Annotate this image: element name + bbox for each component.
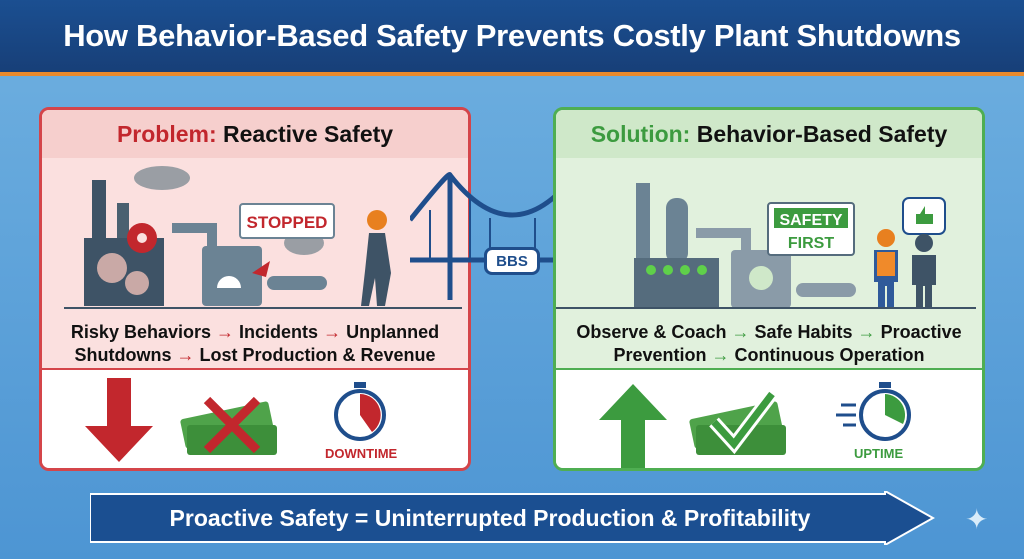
problem-flow-text: Risky Behaviors → Incidents → Unplanned … [42, 318, 468, 373]
factory-running-icon: SAFETY FIRST [556, 183, 976, 309]
solution-flow-text: Observe & Coach → Safe Habits → Proactiv… [556, 318, 982, 373]
header: How Behavior-Based Safety Prevents Costl… [0, 0, 1024, 76]
solution-panel: Solution: Behavior-Based Safety SAFETY F… [553, 107, 985, 471]
stopwatch-icon [334, 382, 386, 441]
solution-title: Solution: Behavior-Based Safety [556, 110, 982, 158]
problem-title-key: Problem: [116, 120, 217, 147]
stopped-sign: STOPPED [247, 213, 328, 232]
arrow-right-icon: → [731, 322, 750, 342]
solution-outcomes: UPTIME [556, 368, 982, 468]
arrow-up-icon [599, 384, 667, 468]
flow-step: Proactive [880, 322, 962, 342]
uptime-label: UPTIME [854, 446, 904, 461]
flow-step: Shutdowns [74, 345, 172, 365]
flow-step: Lost Production & Revenue [199, 345, 436, 365]
arrow-right-icon: → [711, 345, 730, 365]
problem-title-rest: Reactive Safety [216, 120, 394, 147]
flow-step: Unplanned [346, 322, 440, 342]
downtime-label: DOWNTIME [325, 446, 398, 461]
bbs-badge: BBS [484, 247, 540, 275]
flow-step: Prevention [613, 345, 707, 365]
arrow-down-icon [85, 378, 153, 462]
banner-arrow [90, 491, 935, 545]
money-crossed-icon [180, 396, 277, 455]
flow-step: Observe & Coach [576, 322, 727, 342]
money-checked-icon [689, 390, 786, 455]
safety-sign-line1: SAFETY [779, 212, 842, 229]
solution-title-key: Solution: [590, 120, 691, 147]
arrow-right-icon: → [176, 345, 195, 365]
arrow-right-icon: → [323, 322, 342, 342]
solution-title-rest: Behavior-Based Safety [690, 120, 948, 147]
flow-step: Safe Habits [754, 322, 853, 342]
banner-text: Proactive Safety = Uninterrupted Product… [169, 504, 811, 531]
running-factory-illustration: SAFETY FIRST [556, 158, 982, 318]
problem-title: Problem: Reactive Safety [42, 110, 468, 158]
problem-panel: Problem: Reactive Safety STOPPED Risky B… [39, 107, 471, 471]
sparkle-icon: ✦ [965, 504, 989, 535]
flow-step: Risky Behaviors [70, 322, 211, 342]
flow-step: Incidents [239, 322, 319, 342]
problem-outcomes: DOWNTIME [42, 368, 468, 468]
stopwatch-icon [836, 382, 911, 441]
safety-sign-line2: FIRST [788, 235, 834, 252]
arrow-right-icon: → [216, 322, 235, 342]
page-title: How Behavior-Based Safety Prevents Costl… [63, 18, 961, 53]
arrow-right-icon: → [857, 322, 876, 342]
flow-step: Continuous Operation [734, 345, 925, 365]
broken-factory-illustration: STOPPED [42, 158, 468, 318]
factory-stopped-icon: STOPPED [64, 166, 462, 309]
